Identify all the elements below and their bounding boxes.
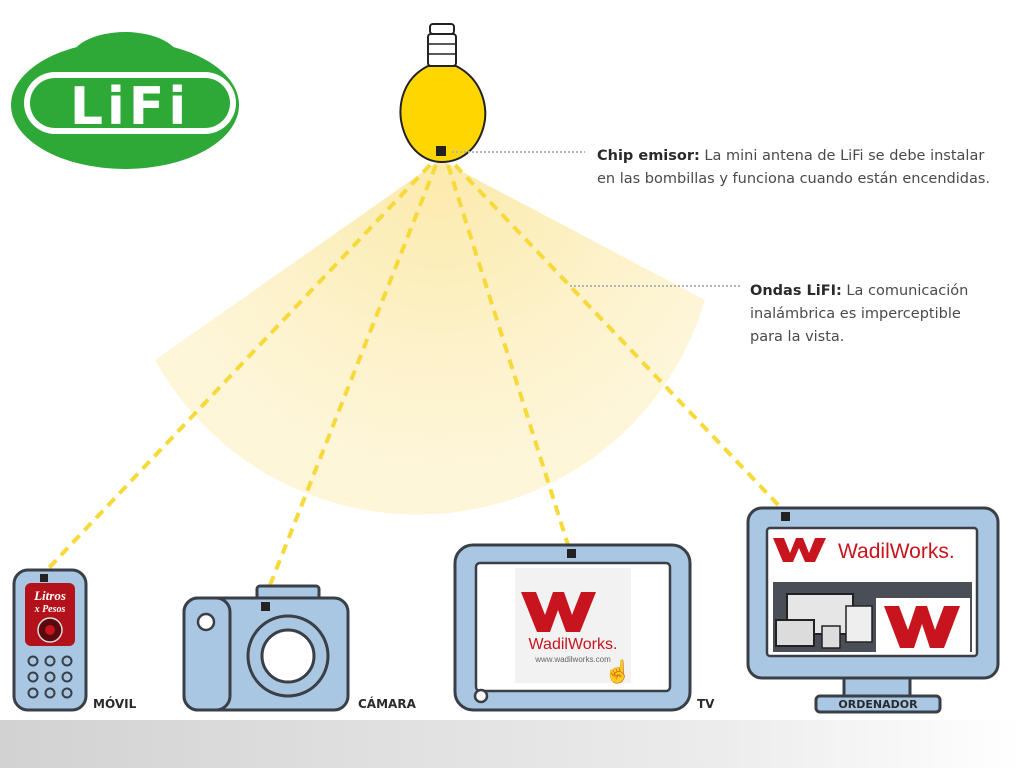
- phone-sensor: [40, 574, 48, 582]
- chip-annotation-title: Chip emisor:: [597, 148, 700, 164]
- light-beam: [155, 160, 705, 515]
- computer-brand-logo: [773, 538, 826, 562]
- phone-screen-line1: Litros: [33, 588, 66, 603]
- light-bulb: [399, 23, 487, 164]
- lifi-waves-annotation: Ondas LiFI: La comunicación inalámbrica …: [750, 280, 990, 349]
- phone-keypad: [27, 655, 73, 699]
- mobile-phone: Litros x Pesos: [12, 568, 88, 712]
- computer: WadilWorks.: [746, 506, 1000, 714]
- device-label-tv: TV: [697, 697, 715, 711]
- chip-annotation-line1: La mini antena de LiFi se debe instalar: [699, 148, 985, 164]
- waves-annotation-line1: La comunicación: [841, 283, 969, 299]
- waves-annotation-line3: para la vista.: [750, 329, 845, 345]
- device-label-movil: MÓVIL: [93, 696, 137, 711]
- chip-emitter-annotation: Chip emisor: La mini antena de LiFi se d…: [597, 145, 1007, 191]
- camera: [182, 584, 350, 712]
- tv-brand-text: WadilWorks.: [529, 636, 618, 653]
- computer-brand-text: WadilWorks.: [838, 540, 955, 563]
- footer-band: [0, 720, 1024, 768]
- chip-annotation-line2: en las bombillas y funciona cuando están…: [597, 171, 991, 187]
- chip-emitter: [436, 146, 446, 156]
- device-label-ordenador: ORDENADOR: [838, 698, 918, 711]
- phone-screen-line2: x Pesos: [34, 604, 66, 615]
- computer-sensor: [781, 512, 790, 521]
- tv-power-button: [473, 688, 489, 704]
- light-rays: [43, 163, 785, 599]
- device-label-camara: CÁMARA: [358, 696, 417, 711]
- camera-sensor: [261, 602, 270, 611]
- tv: WadilWorks. www.wadilworks.com ☝: [453, 543, 692, 712]
- hand-cursor-icon: ☝: [604, 658, 631, 685]
- tv-sensor: [567, 549, 576, 558]
- waves-annotation-line2: inalámbrica es imperceptible: [750, 306, 961, 322]
- tv-url-text: www.wadilworks.com: [534, 655, 611, 664]
- logo-text: LiFi: [70, 77, 190, 137]
- waves-annotation-title: Ondas LiFI:: [750, 283, 842, 299]
- tv-brand-logo: [521, 592, 596, 632]
- lifi-logo: LiFi: [11, 32, 239, 169]
